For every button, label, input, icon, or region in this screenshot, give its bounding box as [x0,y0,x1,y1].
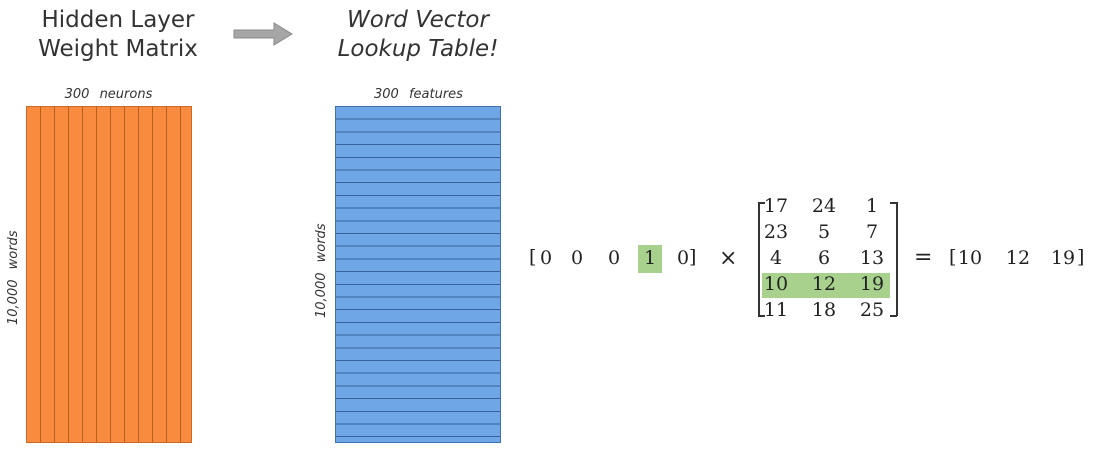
matrix-cell-highlighted: 19 [859,273,885,295]
one-hot-highlight [638,245,662,273]
matrix-cell: 6 [817,247,831,269]
one-hot-value: 0 [676,247,690,269]
matrix-highlight-row [762,273,890,298]
right-title-line1: Word Vector [347,7,489,33]
matrix-cell: 17 [763,195,789,217]
result-value: 19 [1050,247,1076,269]
result-close-bracket: ] [1077,246,1085,268]
one-hot-open-bracket: [ [529,246,537,268]
hidden-layer-weight-matrix [26,106,192,443]
matrix-right-bracket [896,202,898,316]
matrix-left-bracket-bottom [758,315,765,317]
matrix-left-bracket [758,202,760,316]
matrix-cell: 7 [865,221,879,243]
matrix-cell-highlighted: 12 [811,273,837,295]
right-title: Word Vector Lookup Table! [318,6,518,64]
left-title: Hidden Layer Weight Matrix [18,6,218,64]
one-hot-value: 0 [607,247,621,269]
matrix-cell: 13 [859,247,885,269]
one-hot-value: 0 [539,247,553,269]
matrix-cell: 4 [769,247,783,269]
left-title-line1: Hidden Layer [41,7,195,33]
matrix-cell: 5 [817,221,831,243]
one-hot-value-highlighted: 1 [643,247,657,269]
result-open-bracket: [ [949,246,957,268]
matrix-cell: 24 [811,195,837,217]
word-vector-lookup-table [335,106,501,443]
one-hot-close-bracket: ] [689,246,697,268]
right-top-label: 300 features [374,87,463,102]
result-value: 10 [957,247,983,269]
matrix-cell: 23 [763,221,789,243]
right-title-line2: Lookup Table! [337,36,499,62]
times-symbol: × [719,246,738,271]
matrix-left-bracket-top [758,202,765,204]
matrix-cell: 11 [763,299,789,321]
matrix-cell: 18 [811,299,837,321]
left-title-line2: Weight Matrix [38,36,198,62]
right-arrow-icon [233,22,293,46]
matrix-right-bracket-bottom [890,315,897,317]
equals-symbol: = [914,245,933,270]
one-hot-value: 0 [570,247,584,269]
left-top-label: 300 neurons [64,87,153,102]
matrix-cell-highlighted: 10 [763,273,789,295]
matrix-cell: 1 [865,195,879,217]
matrix-cell: 25 [859,299,885,321]
result-value: 12 [1005,247,1031,269]
matrix-right-bracket-top [890,202,897,204]
